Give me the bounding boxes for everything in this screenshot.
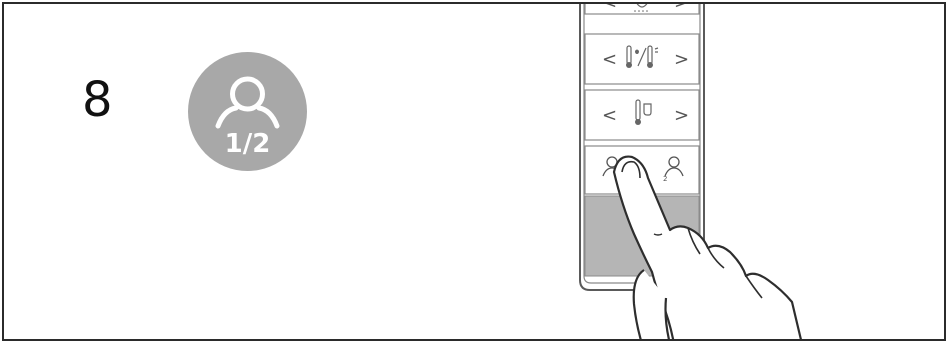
pointing-hand-icon: [2, 2, 946, 341]
illustration-frame: 8 1/2 < >: [2, 2, 946, 341]
